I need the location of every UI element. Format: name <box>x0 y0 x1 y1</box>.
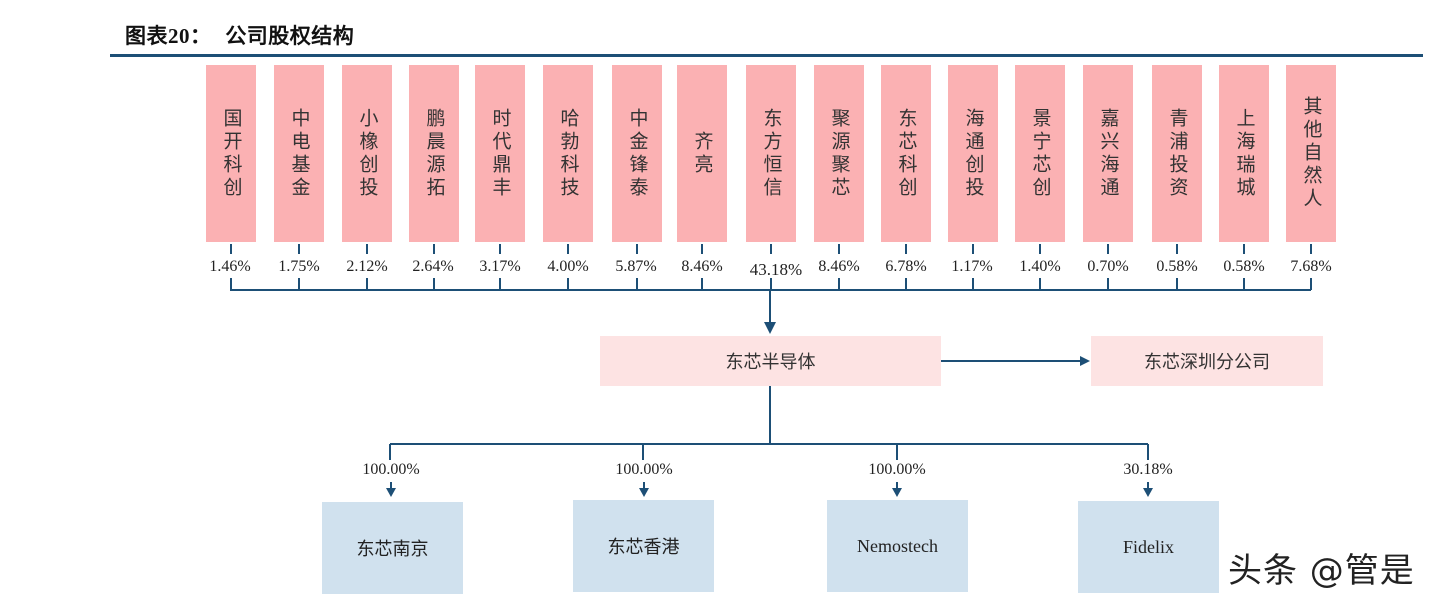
shareholding-pct: 43.18% <box>749 260 803 279</box>
shareholding-pct: 1.40% <box>1019 258 1061 275</box>
figure-title-text: 公司股权结构 <box>225 24 355 48</box>
shareholding-pct: 0.58% <box>1223 258 1265 275</box>
figure-title-number: 20 <box>168 24 190 48</box>
branch-office-node: 东芯深圳分公司 <box>1091 336 1323 386</box>
shareholder-name: 国开科创 <box>220 107 243 200</box>
subsidiary-node-hongkong: 东芯香港 <box>573 500 714 592</box>
shareholding-pct: 6.78% <box>885 258 927 275</box>
shareholding-pct: 1.17% <box>951 258 993 275</box>
shareholding-pct: 3.17% <box>479 258 521 275</box>
shareholder-name: 鹏晨源拓 <box>423 107 446 200</box>
shareholding-pct: 8.46% <box>681 258 723 275</box>
shareholding-pct: 4.00% <box>547 258 589 275</box>
shareholder-name: 小橡创投 <box>356 107 379 200</box>
shareholder-name: 东芯科创 <box>895 107 918 200</box>
subsidiary-pct: 100.00% <box>362 461 420 478</box>
figure-title-colon: ： <box>190 24 212 48</box>
shareholding-pct: 2.12% <box>346 258 388 275</box>
shareholder-name: 齐亮 <box>691 130 714 177</box>
subsidiary-pct: 100.00% <box>615 461 673 478</box>
shareholder-name: 中电基金 <box>288 107 311 200</box>
watermark: 头条 @管是 <box>1228 551 1415 591</box>
shareholder-name: 聚源聚芯 <box>828 107 851 200</box>
shareholder-box: 嘉兴海通 <box>1083 65 1133 242</box>
shareholder-box: 景宁芯创 <box>1015 65 1065 242</box>
shareholder-box: 哈勃科技 <box>543 65 593 242</box>
shareholder-box: 国开科创 <box>206 65 256 242</box>
shareholder-box: 聚源聚芯 <box>814 65 864 242</box>
subsidiary-node-nanjing: 东芯南京 <box>322 502 463 594</box>
shareholder-name: 其他自然人 <box>1300 96 1323 211</box>
shareholder-box: 上海瑞城 <box>1219 65 1269 242</box>
shareholding-pct: 7.68% <box>1290 258 1332 275</box>
shareholder-name: 中金锋泰 <box>626 107 649 200</box>
shareholder-box: 东方恒信 <box>746 65 796 242</box>
shareholder-name: 景宁芯创 <box>1029 107 1052 200</box>
shareholder-box: 齐亮 <box>677 65 727 242</box>
shareholder-box: 其他自然人 <box>1286 65 1336 242</box>
shareholder-name: 上海瑞城 <box>1233 107 1256 200</box>
shareholder-box: 小橡创投 <box>342 65 392 242</box>
shareholding-pct: 1.46% <box>209 258 251 275</box>
shareholding-pct: 2.64% <box>412 258 454 275</box>
figure-title: 图表20： 公司股权结构 <box>125 20 354 50</box>
shareholding-pct: 0.58% <box>1156 258 1198 275</box>
shareholder-name: 东方恒信 <box>760 107 783 200</box>
shareholding-pct: 1.75% <box>278 258 320 275</box>
subsidiary-node-fidelix: Fidelix <box>1078 501 1219 593</box>
shareholding-pct: 5.87% <box>615 258 657 275</box>
subsidiary-node-nemostech: Nemostech <box>827 500 968 592</box>
shareholder-name: 海通创投 <box>962 107 985 200</box>
figure-title-prefix: 图表 <box>125 24 168 48</box>
shareholder-name: 青浦投资 <box>1166 107 1189 200</box>
shareholder-name: 哈勃科技 <box>557 107 580 200</box>
subsidiary-pct: 100.00% <box>868 461 926 478</box>
shareholder-name: 嘉兴海通 <box>1097 107 1120 200</box>
subsidiary-pct: 30.18% <box>1123 461 1173 478</box>
shareholder-box: 海通创投 <box>948 65 998 242</box>
company-node: 东芯半导体 <box>600 336 941 386</box>
shareholder-box: 鹏晨源拓 <box>409 65 459 242</box>
shareholder-name: 时代鼎丰 <box>489 107 512 200</box>
title-divider <box>110 54 1423 57</box>
shareholding-pct: 0.70% <box>1087 258 1129 275</box>
shareholder-box: 时代鼎丰 <box>475 65 525 242</box>
shareholder-box: 青浦投资 <box>1152 65 1202 242</box>
shareholder-box: 东芯科创 <box>881 65 931 242</box>
shareholder-box: 中金锋泰 <box>612 65 662 242</box>
shareholder-box: 中电基金 <box>274 65 324 242</box>
shareholding-pct: 8.46% <box>818 258 860 275</box>
